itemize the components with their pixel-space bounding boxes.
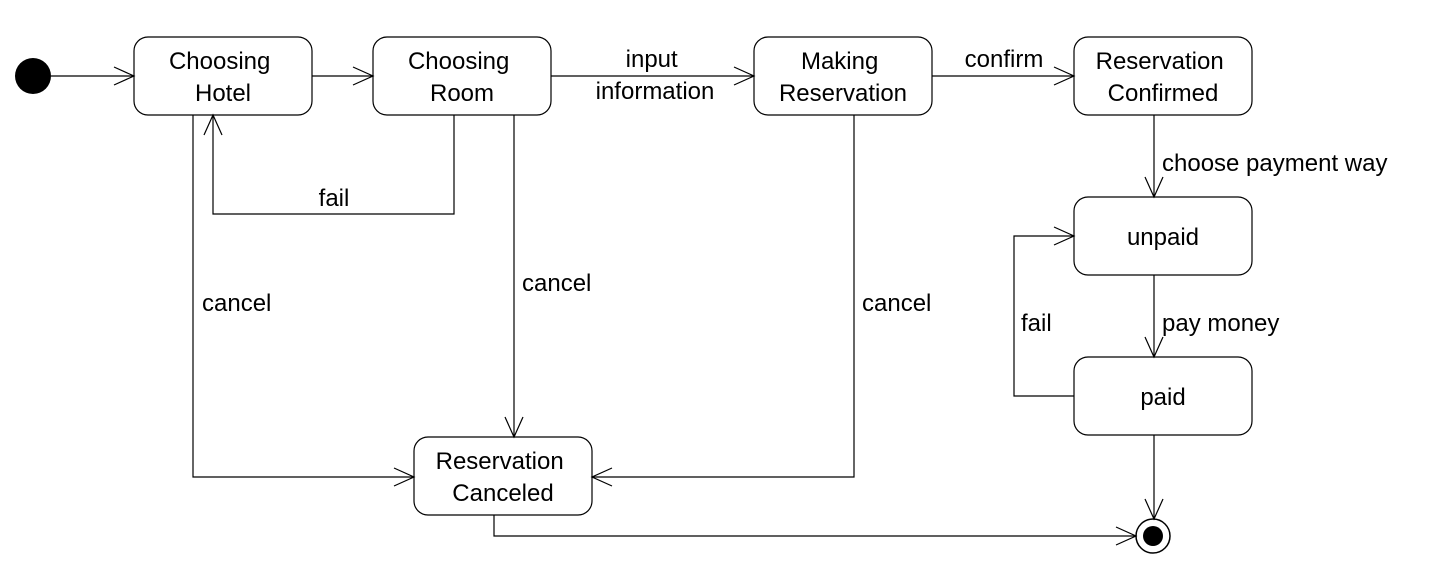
- svg-text:Choosing Hotel: Choosing Hotel: [169, 48, 277, 107]
- transition-label-line: information: [596, 78, 715, 105]
- transition-paid-to-final: [1144, 435, 1164, 521]
- svg-text:Reservation Confirmed: Reservation Confirmed: [1096, 48, 1231, 107]
- state-label-line: Canceled: [452, 480, 553, 507]
- transition-making-to-confirmed: confirm: [932, 46, 1076, 86]
- state-label-line: Reservation: [779, 80, 907, 107]
- state-label-line: paid: [1140, 384, 1185, 411]
- state-unpaid: unpaid: [1073, 196, 1253, 276]
- transition-initial-to-choosing-hotel: [51, 66, 136, 86]
- transition-confirmed-to-unpaid: choose payment way: [1144, 115, 1387, 199]
- state-label-line: Reservation: [1096, 48, 1224, 75]
- state-making-reservation: Making Reservation: [753, 36, 933, 116]
- transition-paid-to-unpaid-fail: fail: [1013, 226, 1076, 397]
- state-label-line: Making: [801, 48, 878, 75]
- transition-label-line: input: [626, 46, 678, 73]
- transition-label-choose-payment-way: choose payment way: [1162, 150, 1387, 177]
- transition-room-to-canceled: cancel: [504, 115, 591, 439]
- state-reservation-confirmed: Reservation Confirmed: [1073, 36, 1253, 116]
- state-label-line: Choosing: [169, 48, 270, 75]
- transition-room-to-making: input information: [551, 46, 756, 105]
- transition-hotel-to-canceled: cancel: [192, 115, 416, 487]
- svg-text:Reservation Canceled: Reservation Canceled: [436, 448, 571, 507]
- state-label-line: unpaid: [1127, 224, 1199, 251]
- state-label-line: Reservation: [436, 448, 564, 475]
- svg-text:Making Reservation: Making Reservation: [779, 48, 907, 107]
- transition-label-cancel: cancel: [522, 270, 591, 297]
- transition-making-to-canceled: cancel: [590, 115, 931, 487]
- transition-label-fail: fail: [1021, 310, 1052, 337]
- state-label-line: Confirmed: [1108, 80, 1219, 107]
- state-label-line: Room: [430, 80, 494, 107]
- state-label-line: Choosing: [408, 48, 509, 75]
- transition-label-cancel: cancel: [202, 290, 271, 317]
- state-choosing-room: Choosing Room: [372, 36, 552, 116]
- state-reservation-canceled: Reservation Canceled: [413, 436, 593, 516]
- transition-hotel-to-room: [312, 66, 375, 86]
- svg-text:paid: paid: [1140, 384, 1185, 411]
- svg-text:unpaid: unpaid: [1127, 224, 1199, 251]
- initial-state: [15, 58, 51, 94]
- transition-label-pay-money: pay money: [1162, 310, 1279, 337]
- state-choosing-hotel: Choosing Hotel: [133, 36, 313, 116]
- transition-canceled-to-final: [493, 515, 1138, 546]
- transition-unpaid-to-paid: pay money: [1144, 275, 1279, 359]
- transition-room-to-hotel-fail: fail: [203, 113, 455, 215]
- svg-text:input information: input information: [596, 46, 715, 105]
- svg-text:Choosing Room: Choosing Room: [408, 48, 516, 107]
- state-paid: paid: [1073, 356, 1253, 436]
- transition-label-fail: fail: [319, 185, 350, 212]
- transition-label-confirm: confirm: [965, 46, 1044, 73]
- final-state: [1135, 518, 1171, 554]
- transition-label-cancel: cancel: [862, 290, 931, 317]
- state-label-line: Hotel: [195, 80, 251, 107]
